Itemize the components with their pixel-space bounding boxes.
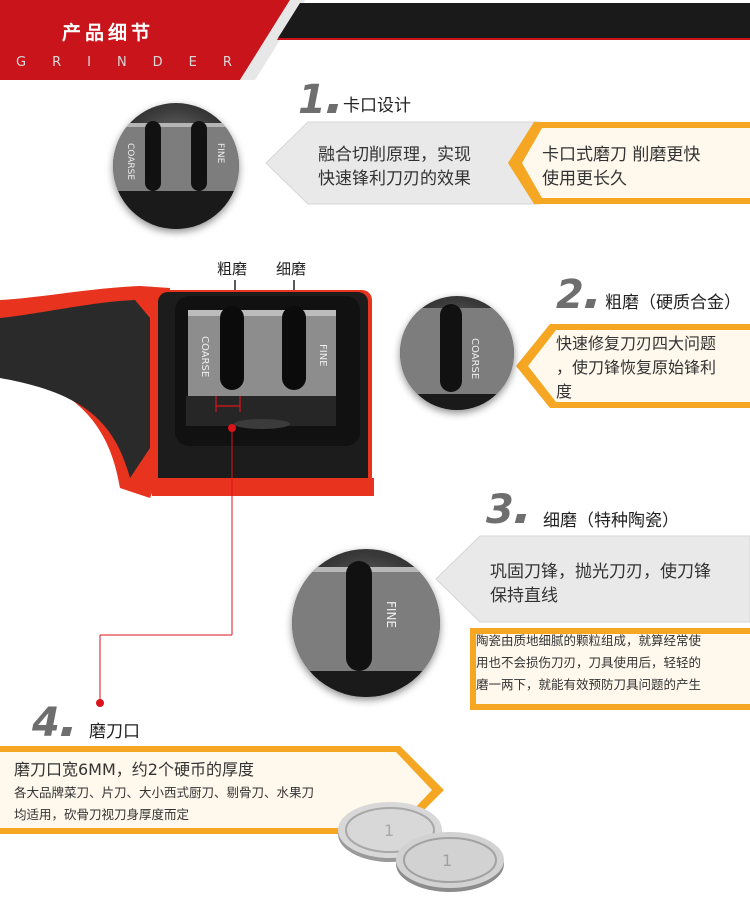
sharpener-fine-text: FINE xyxy=(317,344,328,367)
section-1-callout xyxy=(265,121,750,205)
header-banner: 产品细节 GRINDER xyxy=(0,0,750,80)
inset-fine-text: FINE xyxy=(384,601,398,628)
section-1-number: 1 xyxy=(298,80,339,120)
label-coarse: 粗磨 xyxy=(217,260,248,278)
section-1-right-text: 卡口式磨刀 削磨更快 使用更长久 xyxy=(542,145,701,189)
sharpener-image xyxy=(0,280,374,498)
inset-both-slots: COARSE FINE xyxy=(113,103,239,229)
label-fine: 细磨 xyxy=(276,260,307,278)
inset-fine-slot: FINE xyxy=(292,549,440,697)
section-1-title: 卡口设计 xyxy=(343,96,411,116)
inset-coarse-text: COARSE xyxy=(469,338,480,380)
inset-coarse-slot: COARSE xyxy=(400,296,514,410)
section-3-title: 细磨（特种陶瓷） xyxy=(543,511,679,531)
section-3-text: 巩固刀锋，抛光刀刃，使刀锋 保持直线 xyxy=(490,562,711,606)
section-4-number: 4 xyxy=(32,703,73,743)
section-4-detail: 各大品牌菜刀、片刀、大小西式厨刀、剔骨刀、水果刀 均适用，砍骨刀视刀身厚度而定 xyxy=(14,785,315,822)
header-title: 产品细节 xyxy=(62,22,155,44)
section-3-callout xyxy=(435,535,750,710)
section-4-text: 磨刀口宽6MM，约2个硬币的厚度 xyxy=(14,760,254,779)
section-3-number: 3 xyxy=(486,490,527,530)
svg-text:1: 1 xyxy=(442,851,452,870)
section-2-title: 粗磨（硬质合金） xyxy=(605,293,741,313)
section-2-callout xyxy=(516,324,750,408)
inset-fine-label: FINE xyxy=(215,143,225,164)
section-2-number: 2 xyxy=(556,275,597,315)
section-2-text: 快速修复刀刃四大问题 ，使刀锋恢复原始锋利 度 xyxy=(556,334,717,401)
section-3-detail: 陶瓷由质地细腻的颗粒组成，就算经常使 用也不会损伤刀刃，刀具使用后，轻轻的 磨一… xyxy=(476,633,702,692)
header-subtitle: GRINDER xyxy=(16,55,258,70)
section-4-callout xyxy=(0,746,444,834)
section-1-left-text: 融合切削原理，实现 快速锋利刀刃的效果 xyxy=(318,145,471,189)
inset-coarse-label: COARSE xyxy=(125,143,135,181)
header-banner-shape xyxy=(0,0,750,80)
section-4-title: 磨刀口 xyxy=(89,722,140,742)
sharpener-coarse-text: COARSE xyxy=(199,336,210,378)
pointer-line xyxy=(96,432,233,707)
coins-image: 1 1 xyxy=(338,802,504,892)
svg-text:1: 1 xyxy=(384,821,394,840)
